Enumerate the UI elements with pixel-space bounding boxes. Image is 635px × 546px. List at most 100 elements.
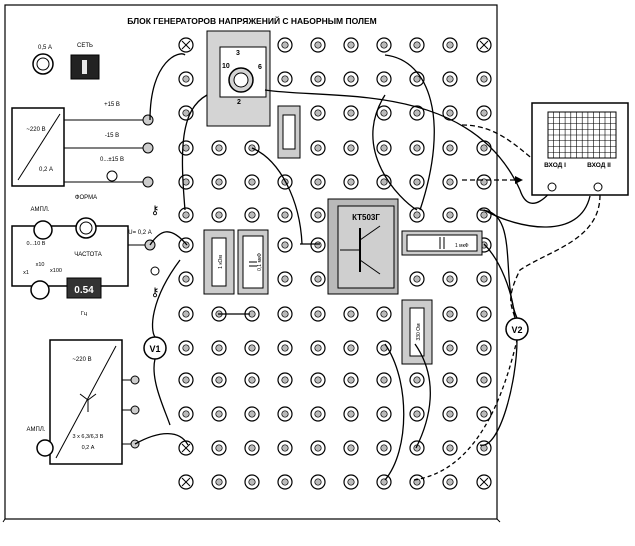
grid-socket[interactable] [244, 474, 260, 490]
grid-socket[interactable] [310, 207, 326, 223]
grid-socket[interactable] [442, 140, 458, 156]
grid-socket[interactable] [442, 474, 458, 490]
grid-socket[interactable] [376, 71, 392, 87]
grid-socket[interactable] [277, 440, 293, 456]
osc-input2-jack[interactable] [593, 182, 603, 192]
grid-socket[interactable] [343, 174, 359, 190]
grid-socket[interactable] [277, 237, 293, 253]
grid-socket[interactable] [310, 440, 326, 456]
grid-socket[interactable] [178, 440, 194, 456]
psu-bottom-term-1[interactable] [130, 375, 140, 385]
grid-socket[interactable] [310, 306, 326, 322]
grid-socket[interactable] [343, 406, 359, 422]
grid-socket[interactable] [409, 37, 425, 53]
grid-socket[interactable] [343, 105, 359, 121]
grid-socket[interactable] [476, 37, 492, 53]
grid-socket[interactable] [277, 271, 293, 287]
grid-socket[interactable] [343, 37, 359, 53]
grid-socket[interactable] [277, 372, 293, 388]
grid-socket[interactable] [178, 237, 194, 253]
grid-socket[interactable] [244, 372, 260, 388]
terminal-plus15[interactable] [142, 114, 154, 126]
grid-socket[interactable] [211, 140, 227, 156]
ampl-bottom-knob[interactable] [36, 439, 54, 457]
grid-socket[interactable] [442, 372, 458, 388]
grid-socket[interactable] [476, 340, 492, 356]
grid-socket[interactable] [343, 372, 359, 388]
grid-socket[interactable] [409, 174, 425, 190]
terminal-adj[interactable] [142, 176, 154, 188]
grid-socket[interactable] [343, 140, 359, 156]
grid-socket[interactable] [376, 440, 392, 456]
grid-socket[interactable] [244, 340, 260, 356]
grid-socket[interactable] [310, 474, 326, 490]
grid-socket[interactable] [244, 406, 260, 422]
terminal-minus15[interactable] [142, 142, 154, 154]
grid-socket[interactable] [277, 306, 293, 322]
grid-socket[interactable] [376, 140, 392, 156]
grid-socket[interactable] [178, 340, 194, 356]
grid-socket[interactable] [178, 406, 194, 422]
grid-socket[interactable] [211, 174, 227, 190]
grid-socket[interactable] [211, 372, 227, 388]
grid-socket[interactable] [442, 271, 458, 287]
grid-socket[interactable] [277, 207, 293, 223]
grid-socket[interactable] [211, 440, 227, 456]
grid-socket[interactable] [178, 140, 194, 156]
grid-socket[interactable] [310, 140, 326, 156]
grid-socket[interactable] [409, 207, 425, 223]
grid-socket[interactable] [409, 105, 425, 121]
osc-input1-jack[interactable] [547, 182, 557, 192]
grid-socket[interactable] [343, 71, 359, 87]
grid-socket[interactable] [310, 105, 326, 121]
grid-socket[interactable] [476, 174, 492, 190]
grid-socket[interactable] [211, 340, 227, 356]
grid-socket[interactable] [376, 105, 392, 121]
grid-socket[interactable] [178, 372, 194, 388]
grid-socket[interactable] [310, 71, 326, 87]
grid-socket[interactable] [178, 71, 194, 87]
voltmeter-v2[interactable] [505, 317, 529, 341]
amplitude-knob[interactable] [33, 220, 53, 240]
grid-socket[interactable] [178, 207, 194, 223]
grid-socket[interactable] [409, 71, 425, 87]
grid-socket[interactable] [442, 105, 458, 121]
grid-socket[interactable] [442, 406, 458, 422]
grid-socket[interactable] [409, 474, 425, 490]
grid-socket[interactable] [277, 37, 293, 53]
grid-socket[interactable] [343, 440, 359, 456]
grid-socket[interactable] [343, 474, 359, 490]
grid-socket[interactable] [476, 140, 492, 156]
grid-socket[interactable] [211, 207, 227, 223]
grid-socket[interactable] [310, 174, 326, 190]
grid-socket[interactable] [310, 237, 326, 253]
grid-socket[interactable] [277, 474, 293, 490]
grid-socket[interactable] [442, 71, 458, 87]
grid-socket[interactable] [178, 174, 194, 190]
grid-socket[interactable] [442, 340, 458, 356]
grid-socket[interactable] [178, 271, 194, 287]
grid-socket[interactable] [244, 440, 260, 456]
grid-socket[interactable] [376, 37, 392, 53]
grid-socket[interactable] [409, 406, 425, 422]
grid-socket[interactable] [409, 140, 425, 156]
grid-socket[interactable] [277, 340, 293, 356]
grid-socket[interactable] [442, 306, 458, 322]
grid-socket[interactable] [310, 37, 326, 53]
grid-socket[interactable] [476, 306, 492, 322]
grid-socket[interactable] [476, 271, 492, 287]
grid-socket[interactable] [476, 71, 492, 87]
grid-socket[interactable] [277, 406, 293, 422]
grid-socket[interactable] [244, 207, 260, 223]
grid-socket[interactable] [376, 340, 392, 356]
grid-socket[interactable] [409, 440, 425, 456]
grid-socket[interactable] [310, 372, 326, 388]
grid-socket[interactable] [376, 306, 392, 322]
grid-socket[interactable] [277, 71, 293, 87]
grid-socket[interactable] [376, 174, 392, 190]
rail-adj-knob[interactable] [106, 170, 118, 182]
grid-socket[interactable] [211, 406, 227, 422]
grid-socket[interactable] [178, 306, 194, 322]
grid-socket[interactable] [442, 207, 458, 223]
grid-socket[interactable] [310, 340, 326, 356]
